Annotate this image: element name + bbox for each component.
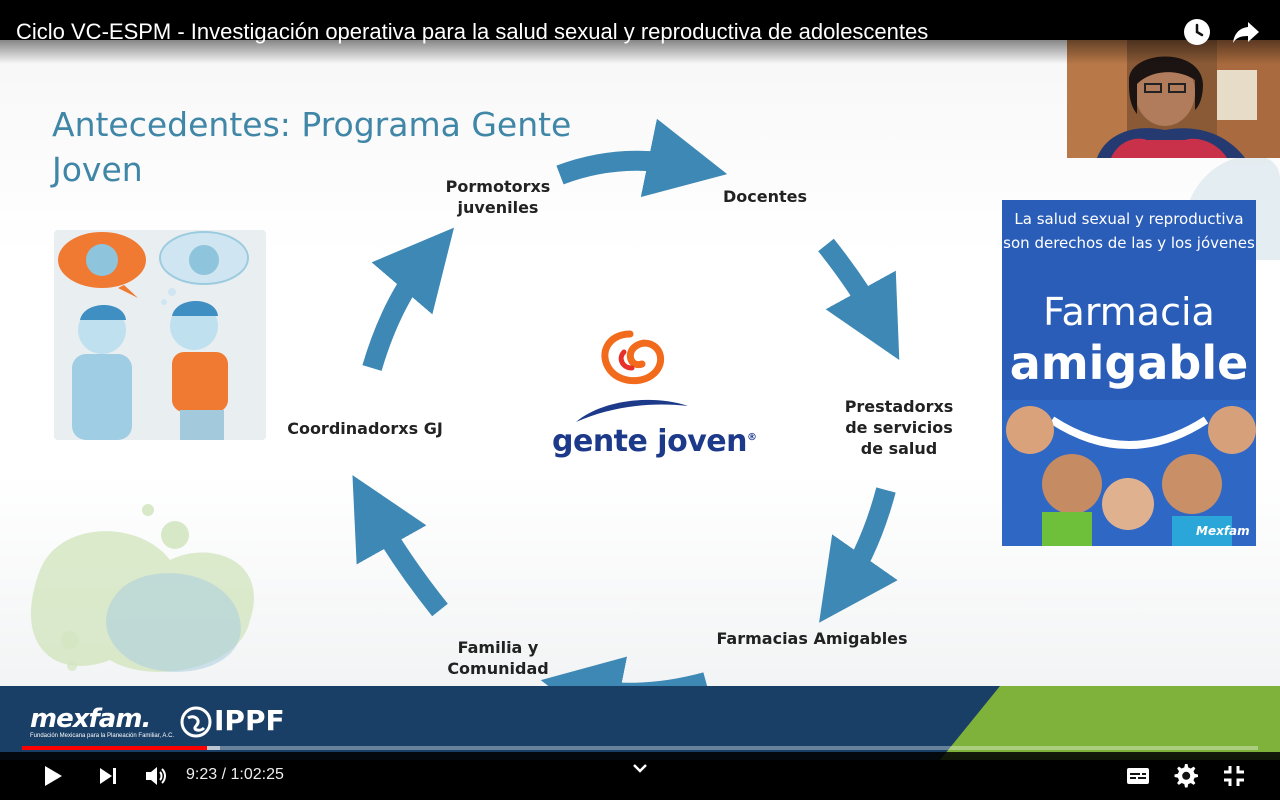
video-title[interactable]: Ciclo VC-ESPM - Investigación operativa … [16,19,929,44]
time-separator: / [217,766,231,783]
arrow-upper-left [362,227,455,371]
slide-title: Antecedentes: Programa Gente Joven [52,105,572,189]
play-icon[interactable] [38,762,66,790]
gente-joven-wordmark: gente joven [552,424,747,459]
label-coordinadores: Coordinadorxs GJ [287,419,443,438]
registered-mark: ® [746,432,757,443]
gear-icon[interactable] [1172,762,1200,790]
label-prestadores-line1: Prestadorxs [844,397,954,416]
arrow-lower-right [819,487,898,623]
player-controls: 9:23 / 1:02:25 [0,752,1280,800]
label-prestadores-line3: de salud [860,439,938,458]
cartoon-drawing [54,230,266,440]
label-promotores-line1: Pormotorxs [445,177,551,196]
arrow-lower-left [352,475,448,617]
current-time: 9:23 [186,766,218,783]
label-prestadores: Prestadorxs de servicios de salud [836,396,962,459]
poster-title1: Farmacia [1043,290,1215,334]
label-familia: Familia y Comunidad [436,637,560,679]
globe-icon [180,706,212,738]
gente-joven-logo-swoosh [576,399,688,422]
farmacia-amigable-poster: La salud sexual y reproductiva son derec… [1002,200,1256,546]
duration: 1:02:25 [230,766,284,783]
cycle-arrows [352,118,900,736]
mexfam-subtitle: Fundación Mexicana para la Planeación Fa… [30,733,175,739]
poster-line2: son derechos de las y los jóvenes [1003,234,1255,252]
label-familia-line1: Familia y [457,638,539,657]
progress-played [22,746,208,750]
exit-fullscreen-icon[interactable] [1220,762,1248,790]
slide-footer-accent [940,686,1280,760]
poster-brand: Mexfam [1196,524,1250,538]
progress-bar[interactable] [22,746,1258,750]
label-promotores: Pormotorxs juveniles [438,176,558,218]
next-icon[interactable] [94,762,122,790]
time-display: 9:23 / 1:02:25 [186,766,284,784]
clock-icon[interactable] [1181,16,1213,48]
video-top-bar: Ciclo VC-ESPM - Investigación operativa … [0,0,1280,64]
chevron-down-icon[interactable] [628,758,652,778]
label-farmacias: Farmacias Amigables [716,629,908,648]
subtitles-icon[interactable] [1124,762,1152,790]
slide: Antecedentes: Programa Gente Joven [0,40,1280,760]
share-icon[interactable] [1230,16,1262,48]
arrow-top [556,118,728,198]
gente-joven-logo-mark [601,330,665,385]
label-docentes: Docentes [722,187,808,206]
label-promotores-line2: juveniles [457,198,539,217]
volume-icon[interactable] [142,762,170,790]
gente-joven-logo-text: gente joven® [552,424,757,459]
label-prestadores-line2: de servicios [845,418,953,437]
mexfam-logo: mexfam. [30,704,151,734]
poster-line1: La salud sexual y reproductiva [1014,210,1244,228]
label-familia-line2: Comunidad [447,659,549,678]
poster-title2: amigable [1009,336,1249,390]
arrow-upper-right [818,238,900,361]
cartoon-illustration [54,230,266,440]
ippf-logo: IPPF [214,704,285,737]
decorative-blobs [30,504,254,672]
poster-photo [1002,400,1256,546]
